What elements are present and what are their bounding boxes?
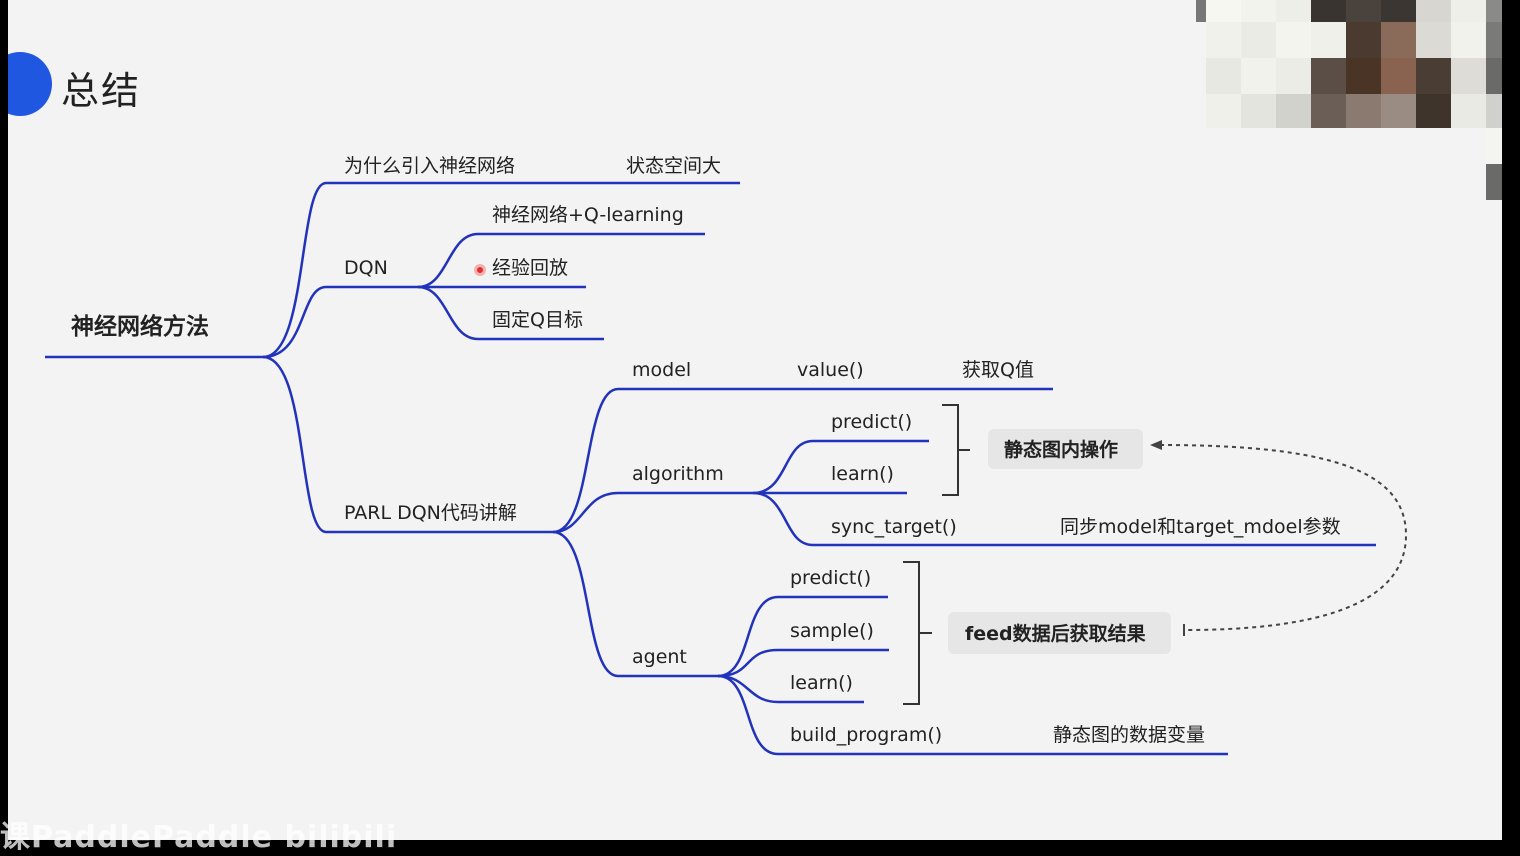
dashed-connector <box>1159 444 1408 631</box>
edge-agent <box>552 530 718 678</box>
video-watermark: 课PaddlePaddle bilibili <box>0 820 398 855</box>
agent-predict: predict() <box>790 567 871 589</box>
edge-alg-sync <box>752 491 1376 547</box>
why-nn-note: 状态空间大 <box>626 155 721 177</box>
algorithm-predict: predict() <box>831 411 912 433</box>
algorithm-bracket <box>942 404 970 496</box>
model-note: 获取Q值 <box>962 359 1034 381</box>
algorithm-bracket-note: 静态图内操作 <box>1004 438 1118 461</box>
parl-label: PARL DQN代码讲解 <box>344 502 517 524</box>
model-method: value() <box>797 359 864 381</box>
edge-alg-predict <box>752 439 929 495</box>
edge-dqn-fixed-q <box>417 285 604 341</box>
mindmap: 神经网络方法 为什么引入神经网络 状态空间大 DQN 神经网络+Q-learni… <box>45 155 1408 756</box>
dqn-child-nn-q: 神经网络+Q-learning <box>492 204 684 226</box>
agent-bracket-note: feed数据后获取结果 <box>965 622 1146 645</box>
bottom-black-bar <box>0 840 1520 849</box>
slide: 总结 <box>8 0 1502 840</box>
agent-bracket <box>903 561 932 705</box>
edge-parl <box>262 355 553 534</box>
edge-agent-build <box>717 674 1228 756</box>
dqn-label: DQN <box>344 257 388 279</box>
algorithm-learn: learn() <box>831 463 894 485</box>
algorithm-sync-note: 同步model和target_mdoel参数 <box>1060 516 1341 538</box>
webcam-overlay <box>1196 0 1516 200</box>
dqn-child-replay: 经验回放 <box>492 257 568 279</box>
edge-dqn <box>262 285 418 359</box>
page-title: 总结 <box>61 69 142 113</box>
agent-sample: sample() <box>790 620 874 642</box>
why-nn-label: 为什么引入神经网络 <box>344 155 515 177</box>
agent-build-program: build_program() <box>790 724 942 746</box>
edge-why-nn <box>262 181 740 359</box>
agent-learn: learn() <box>790 672 853 694</box>
right-black-bar <box>1502 0 1520 849</box>
root-label: 神经网络方法 <box>71 313 209 340</box>
cursor-dot <box>477 267 483 273</box>
edge-model <box>552 387 1053 534</box>
edge-dqn-nn-q <box>417 232 705 289</box>
algorithm-label: algorithm <box>632 463 724 485</box>
model-label: model <box>632 359 691 381</box>
algorithm-note-pill <box>988 429 1143 469</box>
edge-algorithm <box>552 491 753 534</box>
edge-agent-sample <box>717 648 889 678</box>
edge-agent-predict <box>717 595 888 678</box>
dqn-child-fixed-q: 固定Q目标 <box>492 309 583 331</box>
agent-label: agent <box>632 646 687 668</box>
agent-build-note: 静态图的数据变量 <box>1053 724 1205 746</box>
arrowhead-icon <box>1150 440 1162 450</box>
agent-note-pill <box>948 612 1171 654</box>
algorithm-sync-target: sync_target() <box>831 516 957 538</box>
